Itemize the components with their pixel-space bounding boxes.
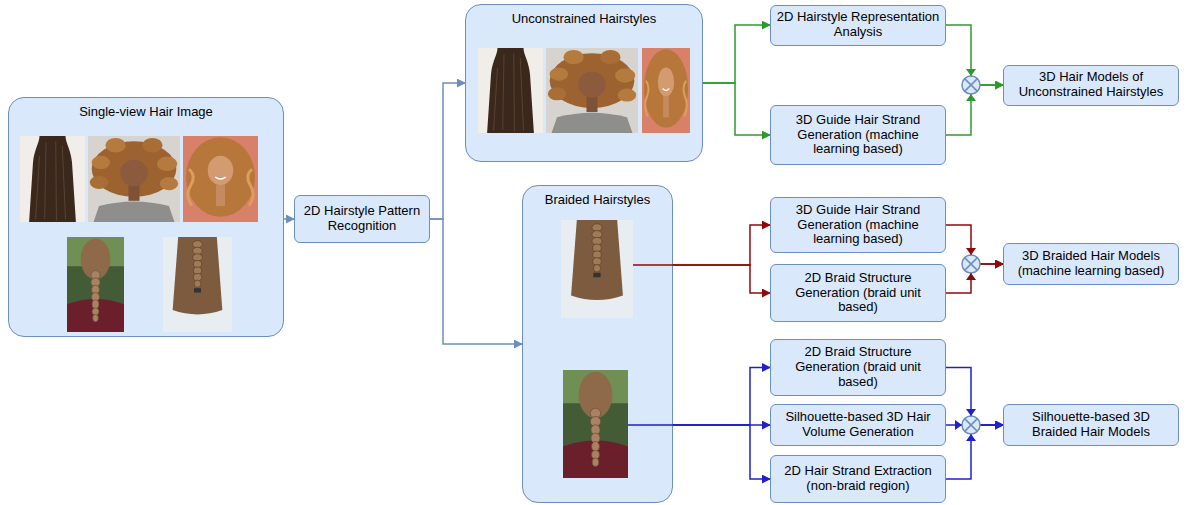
node-label: Silhouette-based 3D Hair Volume Generati… bbox=[776, 410, 940, 440]
flow-arrow bbox=[673, 265, 770, 293]
node-label: 2D Braid Structure Generation (braid uni… bbox=[776, 345, 940, 390]
group-panel: Unconstrained Hairstyles bbox=[465, 4, 703, 162]
flow-arrow bbox=[946, 368, 1003, 426]
flow-stub bbox=[633, 264, 673, 266]
flow-arrow bbox=[946, 25, 1003, 85]
flow-arrow bbox=[673, 425, 770, 479]
process-box: 3D Hair Models of Unconstrained Hairstyl… bbox=[1003, 65, 1179, 106]
combine-symbol bbox=[955, 409, 980, 441]
flow-arrow bbox=[946, 85, 1003, 135]
process-box: Silhouette-based 3D Braided Hair Models bbox=[1003, 404, 1179, 446]
flow-arrow bbox=[946, 225, 1003, 264]
hair-photo bbox=[67, 237, 124, 332]
process-box: 2D Hair Strand Extraction (non-braid reg… bbox=[770, 455, 946, 503]
process-box: 2D Braid Structure Generation (braid uni… bbox=[770, 264, 946, 322]
flow-arrow bbox=[430, 219, 522, 344]
flow-stub bbox=[628, 424, 673, 426]
hair-photo bbox=[478, 48, 543, 133]
flow-arrow bbox=[673, 225, 770, 265]
flow-arrow bbox=[946, 264, 1003, 293]
process-box: 2D Braid Structure Generation (braid uni… bbox=[770, 339, 946, 396]
process-box: 2D Hairstyle Pattern Recognition bbox=[294, 195, 430, 243]
node-label: 3D Guide Hair Strand Generation (machine… bbox=[776, 203, 940, 248]
node-label: 2D Hairstyle Pattern Recognition bbox=[300, 204, 424, 234]
flow-arrow bbox=[946, 425, 1003, 479]
flow-arrow bbox=[430, 83, 465, 219]
process-box: 3D Guide Hair Strand Generation (machine… bbox=[770, 105, 946, 165]
process-box: 3D Guide Hair Strand Generation (machine… bbox=[770, 197, 946, 253]
node-label: 2D Hairstyle Representation Analysis bbox=[776, 10, 940, 40]
flow-arrow bbox=[284, 218, 294, 220]
node-label: Unconstrained Hairstyles bbox=[512, 12, 657, 27]
node-label: Braided Hairstyles bbox=[545, 193, 651, 208]
node-label: 2D Hair Strand Extraction (non-braid reg… bbox=[776, 464, 940, 494]
node-label: Silhouette-based 3D Braided Hair Models bbox=[1009, 410, 1173, 440]
hair-photo bbox=[20, 136, 85, 222]
process-box: Silhouette-based 3D Hair Volume Generati… bbox=[770, 404, 946, 446]
node-label: 3D Hair Models of Unconstrained Hairstyl… bbox=[1009, 70, 1173, 100]
node-label: 2D Braid Structure Generation (braid uni… bbox=[776, 271, 940, 316]
combine-symbol bbox=[962, 69, 980, 101]
flow-arrow bbox=[703, 83, 770, 135]
group-panel: Single-view Hair Image bbox=[8, 97, 284, 337]
hair-photo bbox=[88, 136, 180, 222]
node-label: 3D Braided Hair Models (machine learning… bbox=[1009, 249, 1173, 279]
combine-symbol bbox=[962, 248, 980, 280]
flow-arrow bbox=[673, 368, 770, 426]
flow-arrow bbox=[703, 25, 770, 83]
hair-photo bbox=[563, 370, 628, 478]
node-label: Single-view Hair Image bbox=[79, 105, 213, 120]
hair-photo bbox=[183, 136, 258, 222]
hair-photo bbox=[546, 48, 638, 133]
group-panel: Braided Hairstyles bbox=[522, 185, 673, 503]
node-label: 3D Guide Hair Strand Generation (machine… bbox=[776, 113, 940, 158]
process-box: 2D Hairstyle Representation Analysis bbox=[770, 5, 946, 46]
hair-photo bbox=[642, 48, 690, 133]
hair-photo bbox=[163, 237, 232, 332]
hair-photo bbox=[561, 220, 633, 318]
process-box: 3D Braided Hair Models (machine learning… bbox=[1003, 243, 1179, 285]
